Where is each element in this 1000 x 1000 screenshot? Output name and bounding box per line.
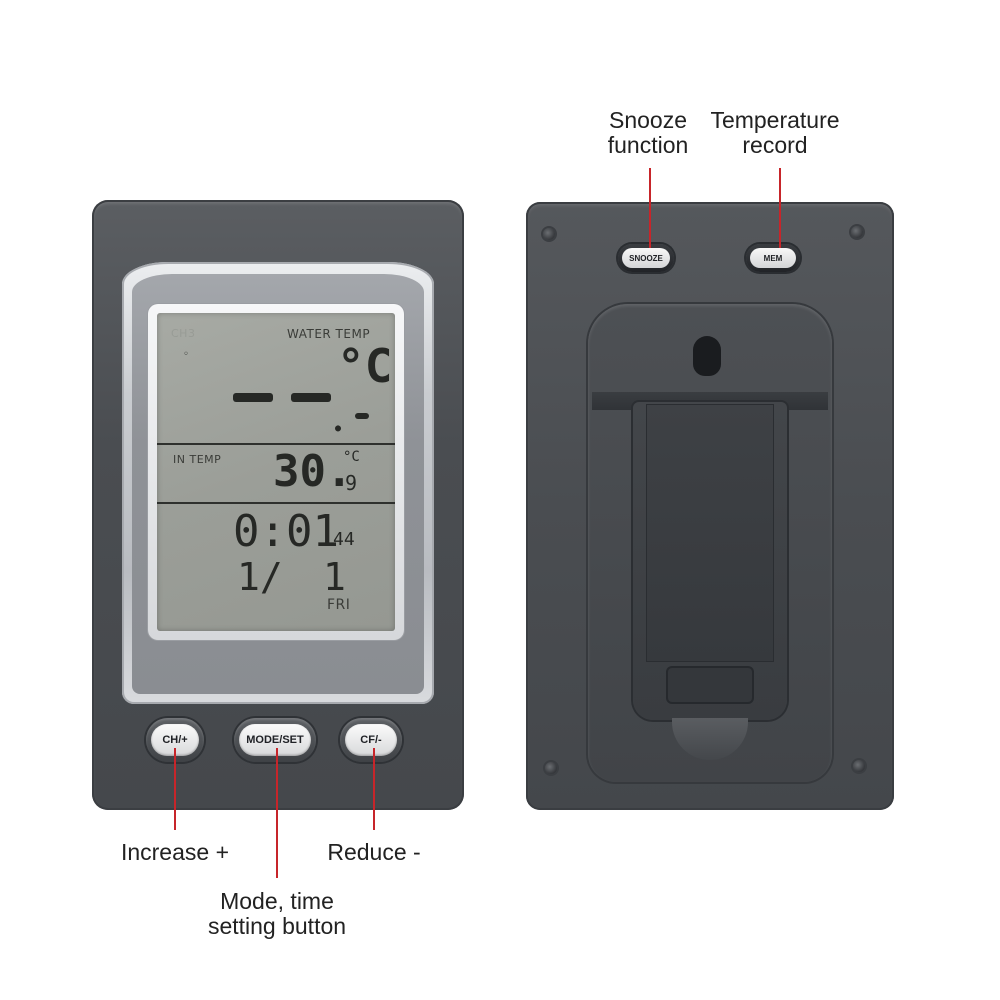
screw-top-left [543,228,555,240]
weekday: FRI [327,597,351,613]
mode-callout-line [276,748,278,878]
lcd-divider-1 [157,443,395,445]
mode-callout-label: Mode, time setting button [207,888,347,939]
decimal-dot: ● [335,423,342,434]
time-seconds: 44 [333,529,355,550]
mem-button[interactable]: MEM [746,244,800,272]
snooze-button-label: SNOOZE [622,248,670,268]
water-temp-dash-1 [233,393,273,402]
ch-plus-button-label: CH/+ [151,724,199,756]
date-day: 1 [323,555,346,599]
cf-minus-button[interactable]: CF/- [340,718,402,762]
date-month: 1/ [237,555,283,599]
mem-button-label: MEM [750,248,796,268]
reduce-callout-label: Reduce - [327,839,421,865]
water-temp-value: - - [157,313,158,314]
screw-bottom-right [853,760,865,772]
screw-bottom-left [545,762,557,774]
water-temp-decimal-seg [355,413,369,419]
kickstand-inner-panel [646,404,774,662]
in-temp-unit: °C [343,449,360,465]
in-temp-label: IN TEMP [173,453,222,466]
cf-minus-button-label: CF/- [345,724,397,756]
temperature-record-callout-label: Temperature record [710,107,840,158]
in-temp-value: 30. [273,446,353,497]
mode-set-button[interactable]: MODE/SET [234,718,316,762]
mode-set-button-label: MODE/SET [239,724,311,756]
water-temp-unit: °C [337,339,393,393]
increase-callout-line [174,748,176,830]
in-temp-decimal: 9 [345,471,358,495]
water-temp-label: WATER TEMP [287,327,371,341]
channel-label: CH3 [171,327,196,340]
water-temp-dash-2 [291,393,331,402]
lcd-divider-2 [157,502,395,504]
signal-icon: ◦ [183,349,190,360]
temp-record-callout-line [779,168,781,248]
increase-callout-label: Increase + [120,839,230,865]
screw-top-right [851,226,863,238]
snooze-button[interactable]: SNOOZE [618,244,674,272]
snooze-callout-label: Snooze function [607,107,689,158]
reduce-callout-line [373,748,375,830]
keyhole-icon [693,336,721,376]
snooze-callout-line [649,168,651,248]
kickstand-tab[interactable] [668,668,752,702]
lcd-screen: CH3 WATER TEMP ◦ - - °C ● IN TEMP 30. °C… [157,313,395,631]
time-value: 0:01 [233,506,339,557]
